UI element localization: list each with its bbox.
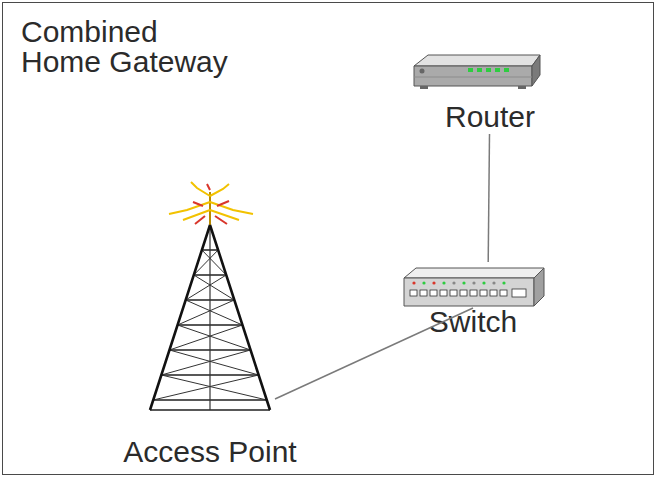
tower-icon [150,182,270,410]
frame-title: Combined Home Gateway [21,17,236,77]
connector-line [488,134,489,262]
device-label: Access Point [123,437,296,467]
gateway-frame: Combined Home GatewayRouterSwitchAccess … [2,2,654,475]
device-label: Switch [429,307,517,337]
access-point-node: Access Point [145,180,275,415]
connector-line [275,308,473,399]
router-icon [414,55,540,89]
switch-icon [404,268,544,306]
switch-node: Switch [398,262,548,308]
device-label: Router [445,102,535,132]
router-node: Router [405,48,575,134]
